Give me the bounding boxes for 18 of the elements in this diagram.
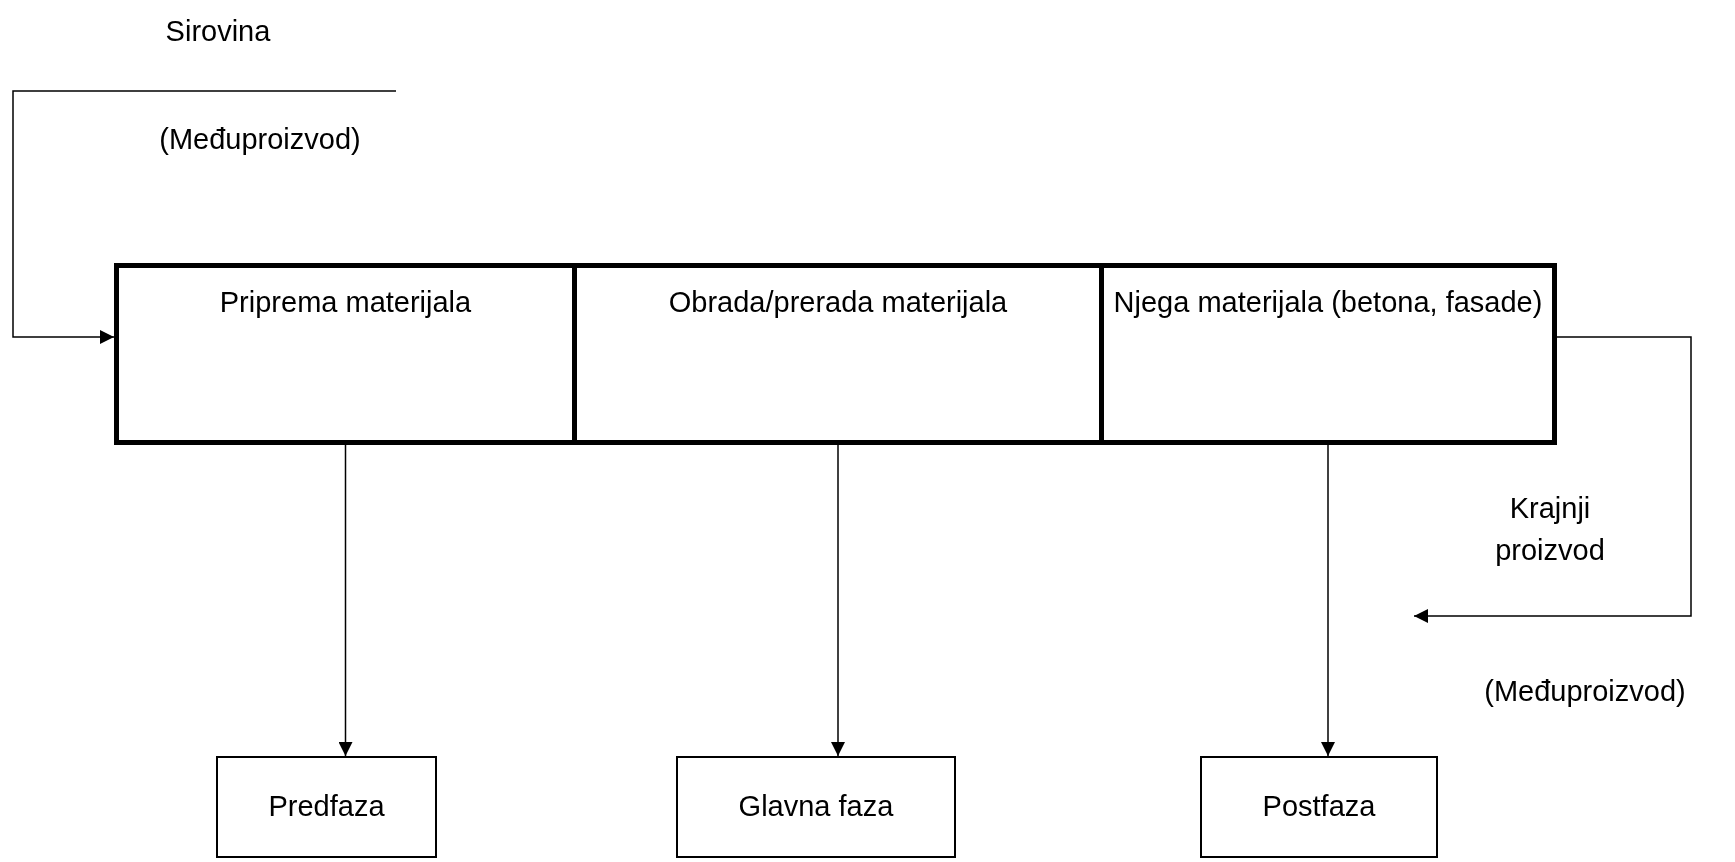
arrow (1321, 444, 1335, 757)
box-label: Priprema materijala (219, 285, 472, 320)
box-label: Obrada/prerada materijala (668, 285, 1008, 320)
phase-box (1200, 756, 1438, 858)
flow-label: Krajnji proizvod (1494, 491, 1606, 569)
arrow (831, 444, 845, 757)
flow-label: (Međuproizvod) (158, 122, 362, 157)
box-label: Njega materijala (betona, fasade) (1113, 285, 1543, 320)
box-label: Postfaza (1262, 789, 1376, 825)
flow-label: (Međuproizvod) (1483, 674, 1687, 709)
flow-label: Sirovina (164, 14, 272, 49)
phase-box (676, 756, 956, 858)
phase-box (216, 756, 437, 858)
arrow (12, 90, 397, 344)
box-label: Predfaza (268, 789, 385, 825)
box-label: Glavna faza (738, 789, 894, 825)
arrow (1413, 336, 1692, 623)
arrow (338, 444, 353, 757)
